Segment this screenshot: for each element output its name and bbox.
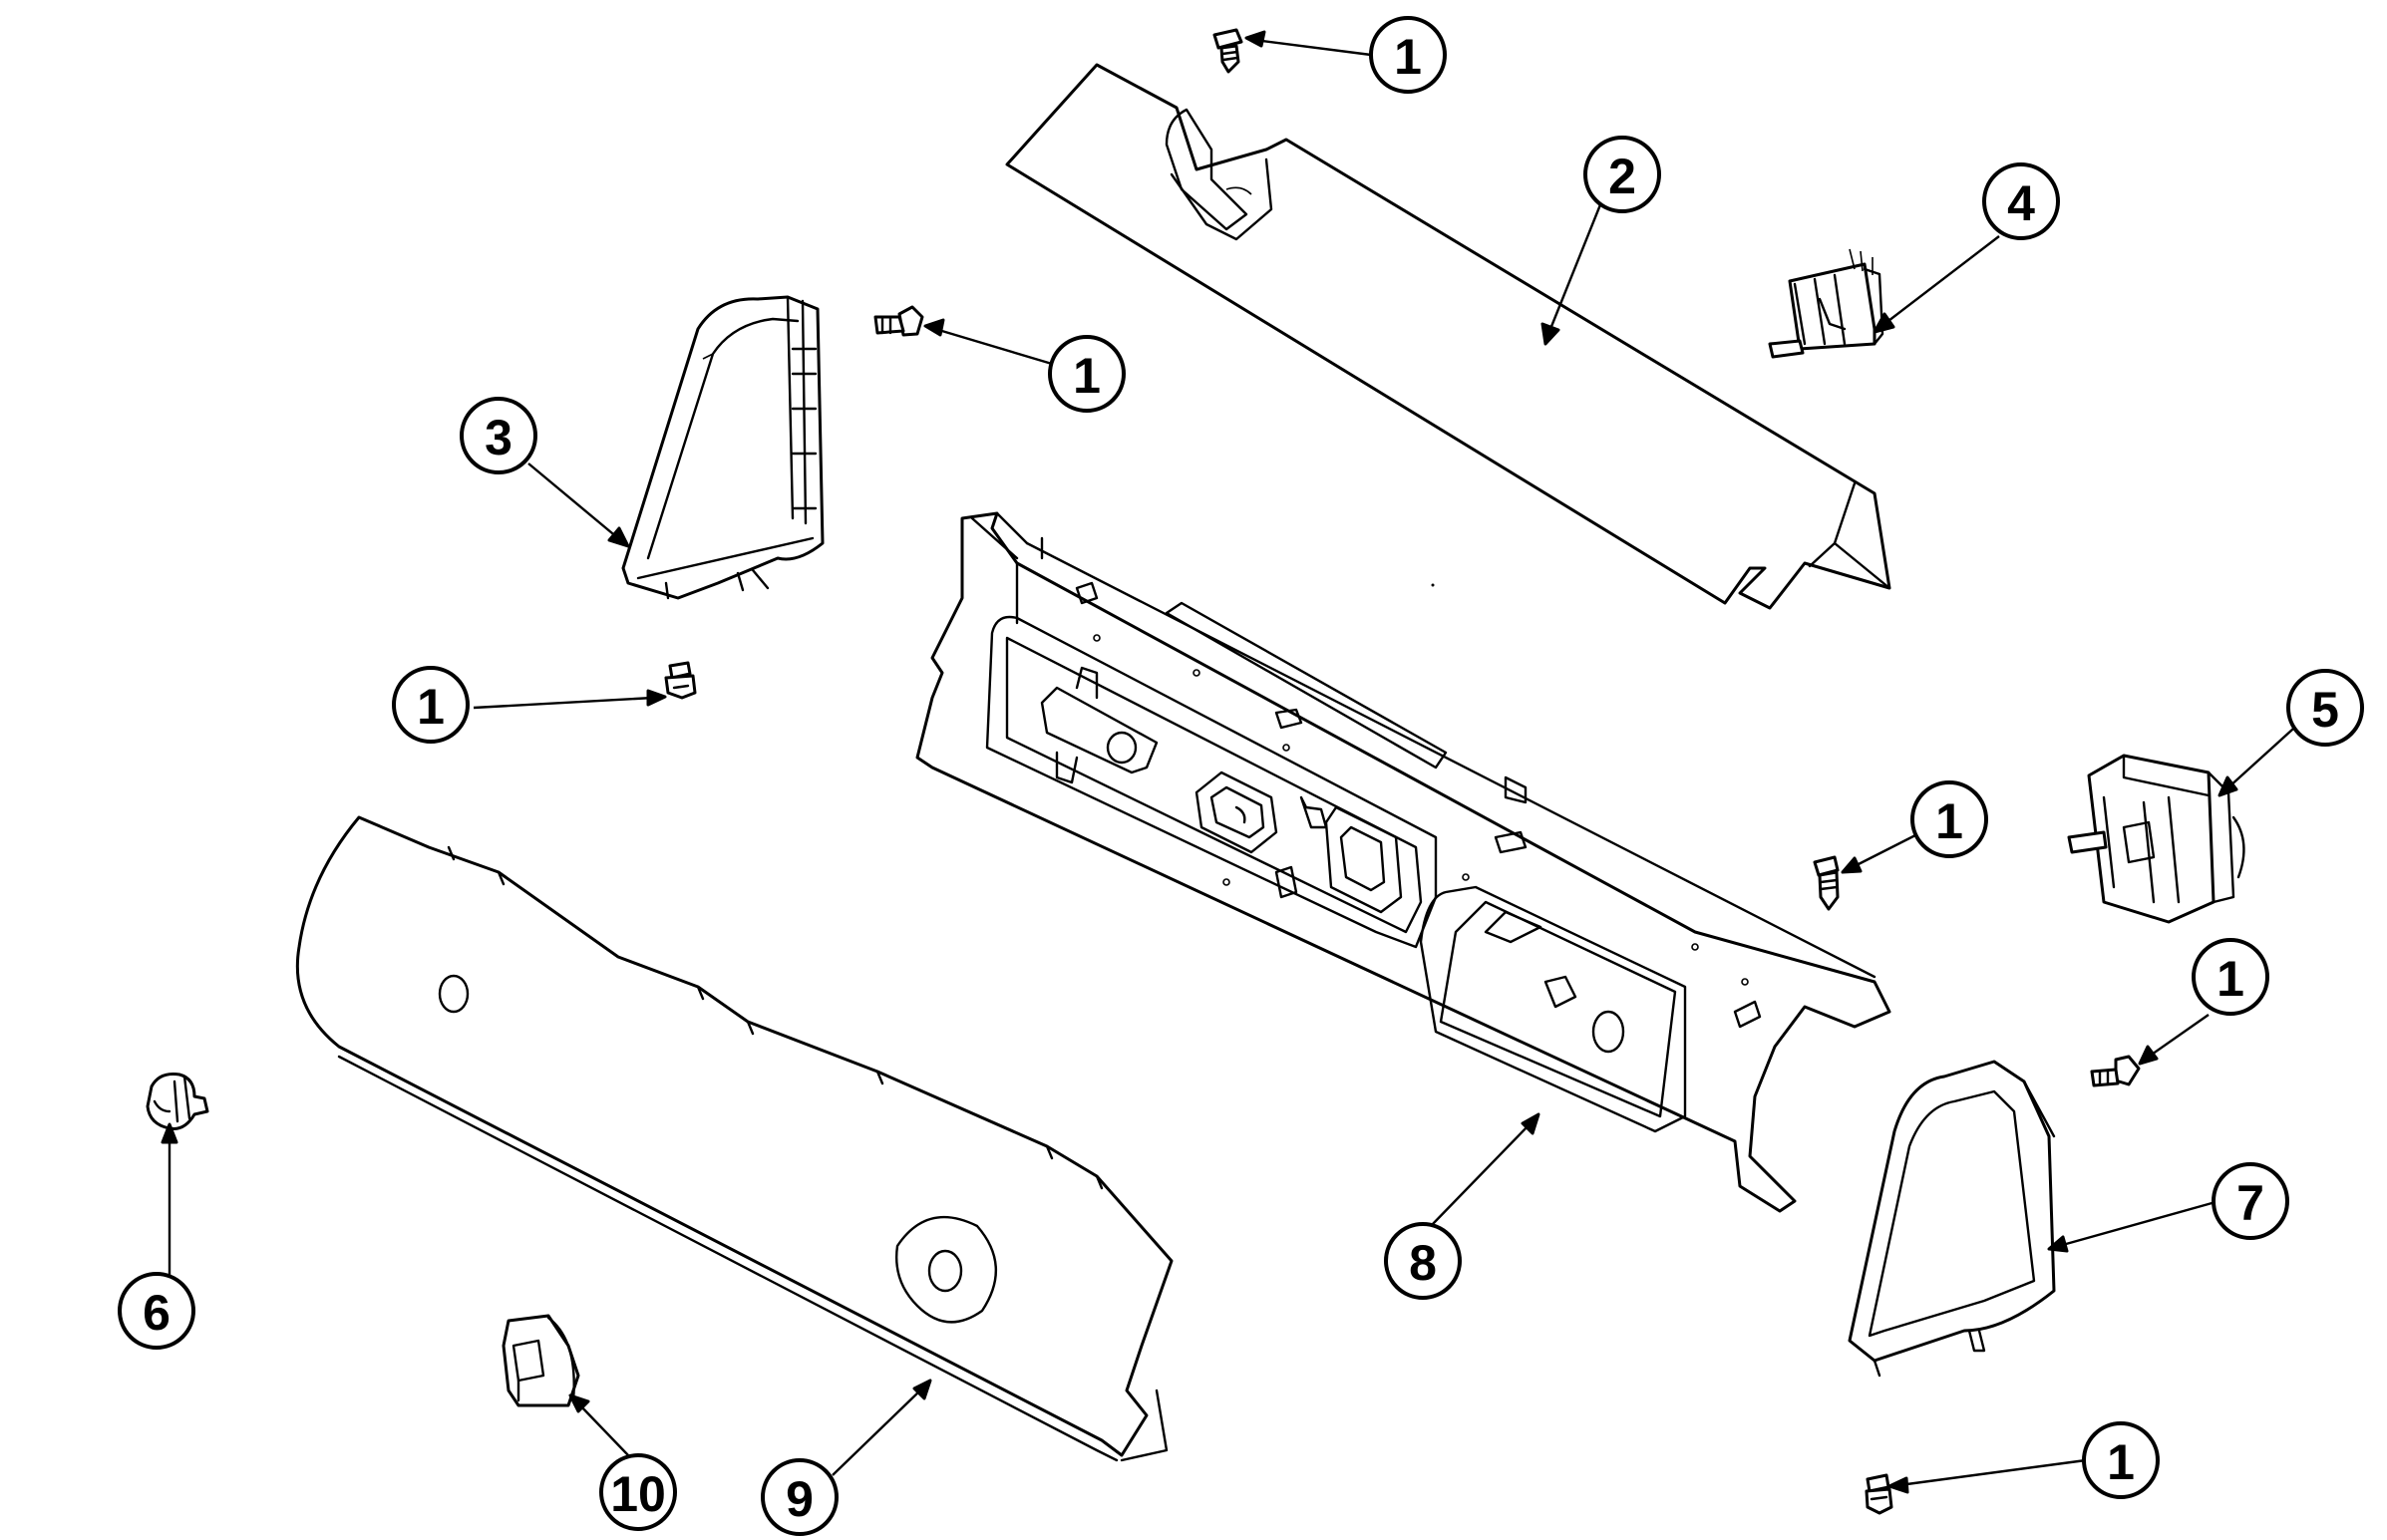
- callout-console-top-cover: 2: [1583, 136, 1661, 213]
- callout-timer-switch-right: 5: [2286, 669, 2364, 747]
- callout-screw-left: 1: [392, 666, 470, 744]
- svg-text:1: 1: [2216, 951, 2244, 1007]
- svg-text:1: 1: [1073, 348, 1101, 404]
- callout-left-end-cap: 3: [460, 397, 537, 474]
- svg-text:1: 1: [1935, 793, 1963, 849]
- callout-screw-top: 1: [1369, 16, 1447, 94]
- front-console-panel: [295, 815, 1174, 1462]
- callout-knob-left: 6: [118, 1272, 195, 1350]
- right-end-cap: [1848, 1060, 2056, 1378]
- knob-bottom: [502, 1314, 580, 1407]
- callout-switch-top-right: 4: [1982, 162, 2060, 240]
- svg-text:4: 4: [2007, 175, 2035, 231]
- callout-screw-bottom-right: 1: [2082, 1421, 2160, 1499]
- callout-control-panel-frame: 8: [1384, 1222, 1462, 1300]
- screw-upper-left: [873, 305, 924, 337]
- timer-switch-right: [2067, 754, 2245, 924]
- control-panel-frame: [915, 511, 1891, 1213]
- callout-screw-right: 1: [2192, 938, 2269, 1016]
- svg-text:10: 10: [610, 1466, 666, 1522]
- svg-text:8: 8: [1409, 1235, 1437, 1291]
- screw-top: [1212, 28, 1243, 74]
- svg-text:1: 1: [2107, 1434, 2135, 1490]
- callout-screw-middle-right: 1: [1910, 780, 1988, 858]
- svg-text:1: 1: [1394, 29, 1422, 85]
- svg-text:5: 5: [2311, 682, 2339, 738]
- svg-text:6: 6: [143, 1285, 170, 1341]
- callout-knob-bottom: 10: [599, 1453, 677, 1531]
- knob-left: [146, 1073, 209, 1130]
- callout-front-console-panel: 9: [761, 1458, 839, 1536]
- screw-right: [2090, 1055, 2141, 1087]
- leader-lines: [161, 30, 2304, 1494]
- svg-text:2: 2: [1608, 149, 1636, 204]
- callout-screw-upper-left: 1: [1048, 335, 1126, 413]
- screw-left: [664, 661, 697, 700]
- svg-text:3: 3: [485, 410, 512, 465]
- svg-text:9: 9: [786, 1471, 814, 1527]
- screw-middle-right: [1813, 855, 1840, 911]
- svg-text:7: 7: [2236, 1175, 2264, 1231]
- svg-text:1: 1: [417, 679, 445, 735]
- callout-right-end-cap: 7: [2212, 1162, 2289, 1240]
- switch-top-right: [1768, 248, 1884, 359]
- callouts: 1 2 4 1 3 1 5 1: [118, 16, 2364, 1536]
- left-end-cap: [621, 295, 825, 600]
- stray-mark: [1431, 583, 1435, 587]
- console-top-cover: [1005, 63, 1891, 610]
- screw-bottom-right: [1865, 1473, 1893, 1515]
